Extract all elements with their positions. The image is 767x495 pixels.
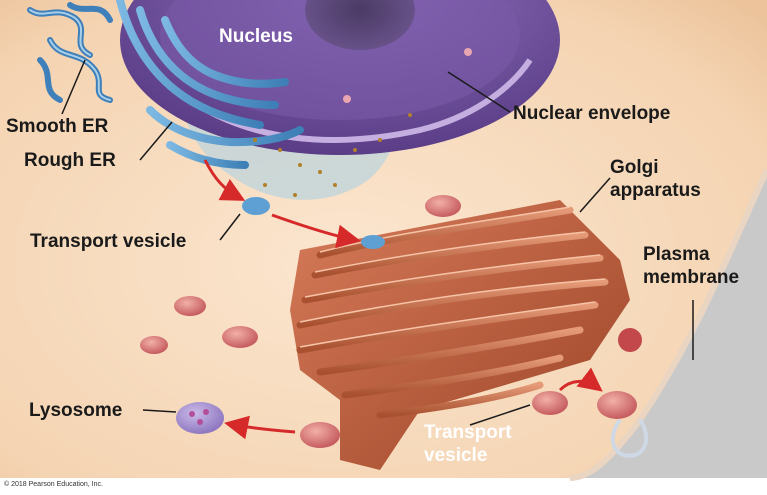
- label-plasma-line1: Plasma: [643, 244, 710, 265]
- label-transport-vesicle-bottom-line1: Transport: [424, 422, 512, 443]
- nuclear-envelope: [188, 58, 533, 143]
- smooth-er-light: [29, 9, 111, 101]
- vesicles: [140, 195, 642, 448]
- chromatin: [305, 0, 415, 50]
- plasma-membrane: [570, 170, 767, 478]
- transport-vesicle-er: [242, 197, 270, 215]
- transport-vesicle-fusing: [361, 235, 385, 249]
- flow-arrows: [203, 159, 603, 440]
- plasma-membrane-edge: [569, 168, 767, 481]
- golgi-apparatus: [290, 200, 630, 470]
- label-nucleus: Nucleus: [219, 26, 293, 47]
- nuclear-pore: [464, 48, 472, 56]
- label-transport-vesicle-bottom-line2: vesicle: [424, 445, 488, 466]
- label-lysosome: Lysosome: [29, 400, 123, 421]
- leader-lines: [61, 59, 694, 426]
- nuclear-pore: [343, 95, 351, 103]
- label-plasma-line2: membrane: [643, 267, 740, 288]
- lysosome: [176, 402, 224, 434]
- lysosome-contents: [189, 409, 209, 425]
- copyright-notice: © 2018 Pearson Education, Inc.: [4, 481, 103, 488]
- label-golgi-line1: Golgi: [610, 157, 659, 178]
- nucleus-inner: [160, 0, 520, 120]
- label-golgi-line2: apparatus: [610, 180, 701, 201]
- ribosomes: [253, 113, 412, 197]
- golgi-cisternae: [296, 206, 609, 419]
- label-smooth-er: Smooth ER: [6, 116, 109, 137]
- label-nuclear-envelope: Nuclear envelope: [513, 103, 671, 124]
- exocytosis-vesicle: [610, 418, 649, 458]
- label-rough-er: Rough ER: [24, 150, 116, 171]
- label-transport-vesicle-top: Transport vesicle: [30, 231, 187, 252]
